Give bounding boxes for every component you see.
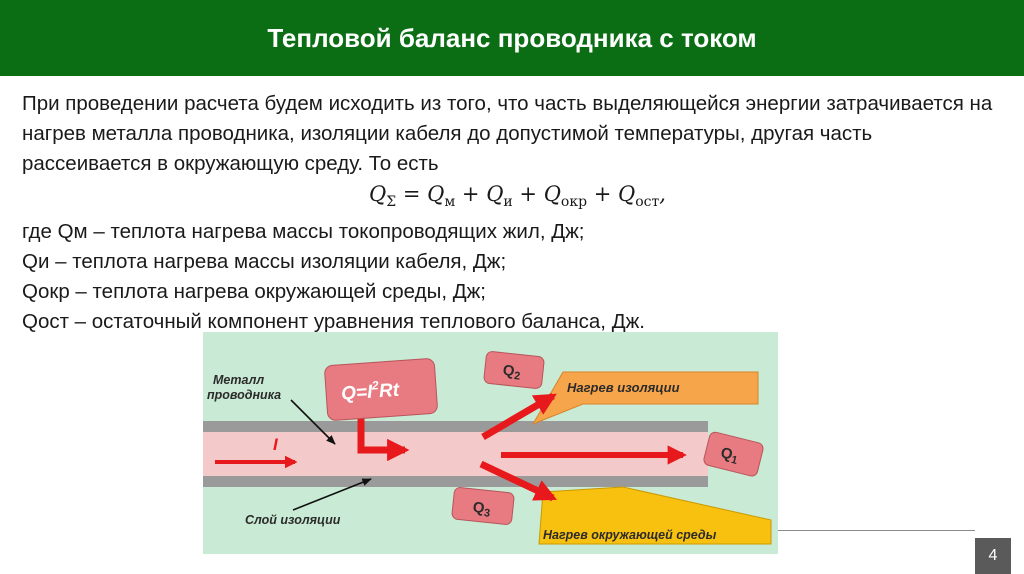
page-number: 4 [975,538,1011,574]
intro-paragraph: При проведении расчета будем исходить из… [22,92,993,175]
slide-title: Тепловой баланс проводника с током [267,22,757,53]
insulation-label: Слой изоляции [245,513,341,527]
insulation-callout-shape [531,371,759,426]
definition-qi: Qи – теплота нагрева массы изоляции кабе… [22,250,507,274]
current-label: I [273,435,279,454]
q3-badge [451,487,515,525]
environment-callout-shape [538,486,772,545]
slide-content: При проведении расчета будем исходить из… [22,89,1007,337]
insulation-pointer [292,478,372,511]
q2-label: Q2 [502,362,522,383]
joule-formula: Q=I2Rt [340,377,400,405]
insulation-heating-label: Нагрев изоляции [567,380,680,395]
definition-qokr: Qокр – теплота нагрева окружающей среды,… [22,280,487,304]
joule-formula-badge [324,358,438,421]
environment-heating-label: Нагрев окружающей среды [543,528,717,542]
heat-balance-diagram: Нагрев изоляции Нагрев окружающей среды … [203,332,778,554]
definition-qm: где Qм – теплота нагрева массы токопрово… [22,220,585,244]
metal-label-line2: проводника [207,388,281,402]
definition-qost: Qост – остаточный компонент уравнения те… [22,310,645,334]
metal-pointer [290,399,336,445]
q3-arrow [479,460,558,502]
q2-badge [483,351,545,389]
metal-label-line1: Металл [213,373,264,387]
joule-heat-arrow [357,404,410,462]
q2-arrow [481,392,557,441]
q3-label: Q3 [472,499,492,520]
q1-badge [703,431,764,477]
bottom-rule [778,530,975,531]
heat-balance-formula: QΣ = Qм + Qи + Qокр + Qост, [369,182,666,211]
title-bar: Тепловой баланс проводника с током [0,0,1024,76]
q1-label: Q1 [718,444,740,467]
